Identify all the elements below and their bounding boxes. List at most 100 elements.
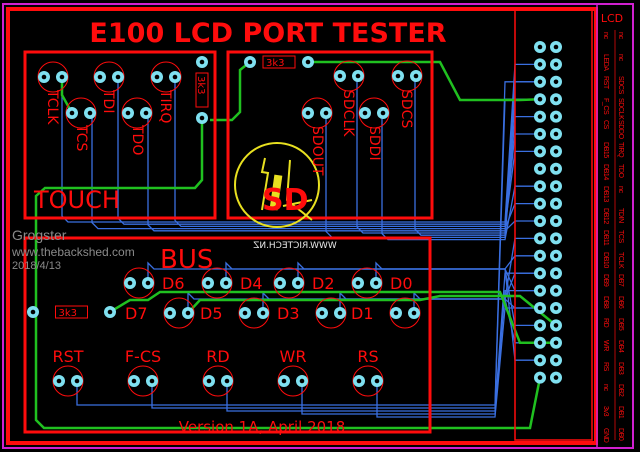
touch-resistor-pad-a [196,56,208,68]
board-outline [2,3,634,449]
connector-label: TDO [617,164,624,179]
bus-led-d1-pad-a [390,307,402,319]
bus-label-d1: D1 [351,304,374,323]
version-text: Version 1A, April 2018 [179,418,346,436]
bottom-trace [381,113,540,241]
connector-label: SDCLK [617,98,624,120]
touch-led-tdo-pad-b [140,107,152,119]
lcd-connector-pin-6 [550,75,562,88]
bottom-trace [225,261,540,292]
bus-led-rd-pad-b [221,375,233,387]
connector-label: TCLK [617,252,624,269]
bus-led-d3-pad-b [334,307,346,319]
bus-led-d5-pad-a [239,307,251,319]
lcd-connector-pin-16 [550,162,562,175]
connector-label: CS [602,120,609,130]
connector-label: WR [602,340,609,351]
bus-label-f-cs: F-CS [125,347,161,366]
lcd-connector-pin-24 [550,232,562,245]
sd-logo-text: SD [262,183,309,218]
lcd-connector-pin-9 [534,110,546,123]
connector-label: DB7 [617,274,624,287]
lcd-connector-pin-11 [534,128,546,140]
touch-led-tirq-pad-b [169,71,181,83]
lcd-connector-pin-10 [550,110,562,123]
top-trace [210,61,251,122]
connector-label: nc [617,32,624,39]
bus-led-wr-pad-b [296,375,308,387]
lcd-connector-pin-34 [550,319,562,332]
connector-label: F_CS [602,98,609,115]
bus-label-d7: D7 [125,304,148,323]
touch-pin-label-tdi: TDI [100,89,116,113]
connector-label: DB14 [602,164,609,180]
bus-led-d0-pad-a [352,277,364,289]
bus-label-rd: RD [206,347,229,366]
sd-pin-label-sdout: SDOUT [309,126,325,176]
bus-led-rst-pad-a [53,375,65,387]
bus-led-d7-pad-b [182,307,194,319]
sd-led-sdclk-pad-a [334,70,346,82]
sd-pin-label-sdclk: SDCLK [340,90,356,137]
connector-label: DB0 [617,428,624,441]
connector-label: DB11 [602,230,609,246]
lcd-connector-pin-23 [534,232,546,245]
bottom-trace [147,113,540,232]
bus-led-d0-pad-b [370,277,382,289]
top-trace [34,118,542,430]
bus-led-f-cs-pad-b [146,375,158,387]
bottom-trace [376,307,540,418]
touch-led-tirq-pad-a [151,71,163,83]
connector-label: nc [602,384,609,391]
bottom-trace [226,272,540,412]
lcd-connector-pin-29 [534,284,546,297]
lcd-connector-pin-17 [534,180,546,193]
lcd-connector-pin-1 [534,41,546,53]
lcd-connector-pin-25 [534,249,546,262]
touch-pin-label-tclk: TCLK [44,89,60,125]
lcd-connector-pin-3 [534,58,546,71]
watermark-date: 2018/4/13 [12,260,61,272]
connector-label: RS [602,362,609,372]
pads [27,41,562,397]
bus-led-rs-pad-a [353,375,365,387]
watermark-site: www.thebackshed.com [11,245,135,259]
lcd-connector-pin-7 [534,93,546,106]
touch-pin-label-tirq: TIRQ [157,89,173,123]
board-title: E100 LCD PORT TESTER [89,18,446,49]
bus-label-d2: D2 [312,274,335,293]
sd-resistor-pad-b [302,56,314,68]
touch-led-tdi-pad-b [112,71,124,83]
lcd-connector-pin-14 [550,145,562,158]
connector-label: DB9 [602,274,609,287]
connector-label: DB6 [617,296,624,309]
watermark-author: Grogster [12,227,67,243]
lcd-connector-pin-36 [550,336,562,349]
connector-label: TCS [617,230,624,244]
bus-label-rst: RST [52,347,83,366]
touch-led-tdi-pad-a [94,71,106,83]
top-trace [109,290,556,345]
lcd-connector-pin-4 [550,58,562,71]
labels: TCLKTCSTDITDOTIRQ3k33k3SDOUTSDCLKSDDISDC… [44,55,414,366]
bus-label-d5: D5 [200,304,223,323]
bus-led-d4-pad-a [202,277,214,289]
lcd-connector-pin-32 [550,302,562,314]
bottom-trace [413,291,540,344]
bus-led-d7-pad-a [164,307,176,319]
bus-label-d3: D3 [277,304,300,323]
lcd-connector-pin-30 [550,284,562,297]
lcd-connector-pin-21 [534,215,546,227]
connector-label: LEDA [602,54,609,71]
bus-section-box [23,236,432,434]
sd-led-sddi-pad-b [377,107,389,119]
sd-led-sddi-pad-a [359,107,371,119]
connector-label: 3v3 [602,406,609,417]
connector-label: DB15 [602,142,609,158]
bus-led-d3-pad-a [316,307,328,319]
lcd-connector-pin-12 [550,128,562,140]
lcd-connector-pin-20 [550,197,562,210]
touch-resistor-value: 3k3 [195,76,206,95]
connector-label: SDCS [617,76,624,95]
sd-led-sdout-pad-b [320,107,332,119]
